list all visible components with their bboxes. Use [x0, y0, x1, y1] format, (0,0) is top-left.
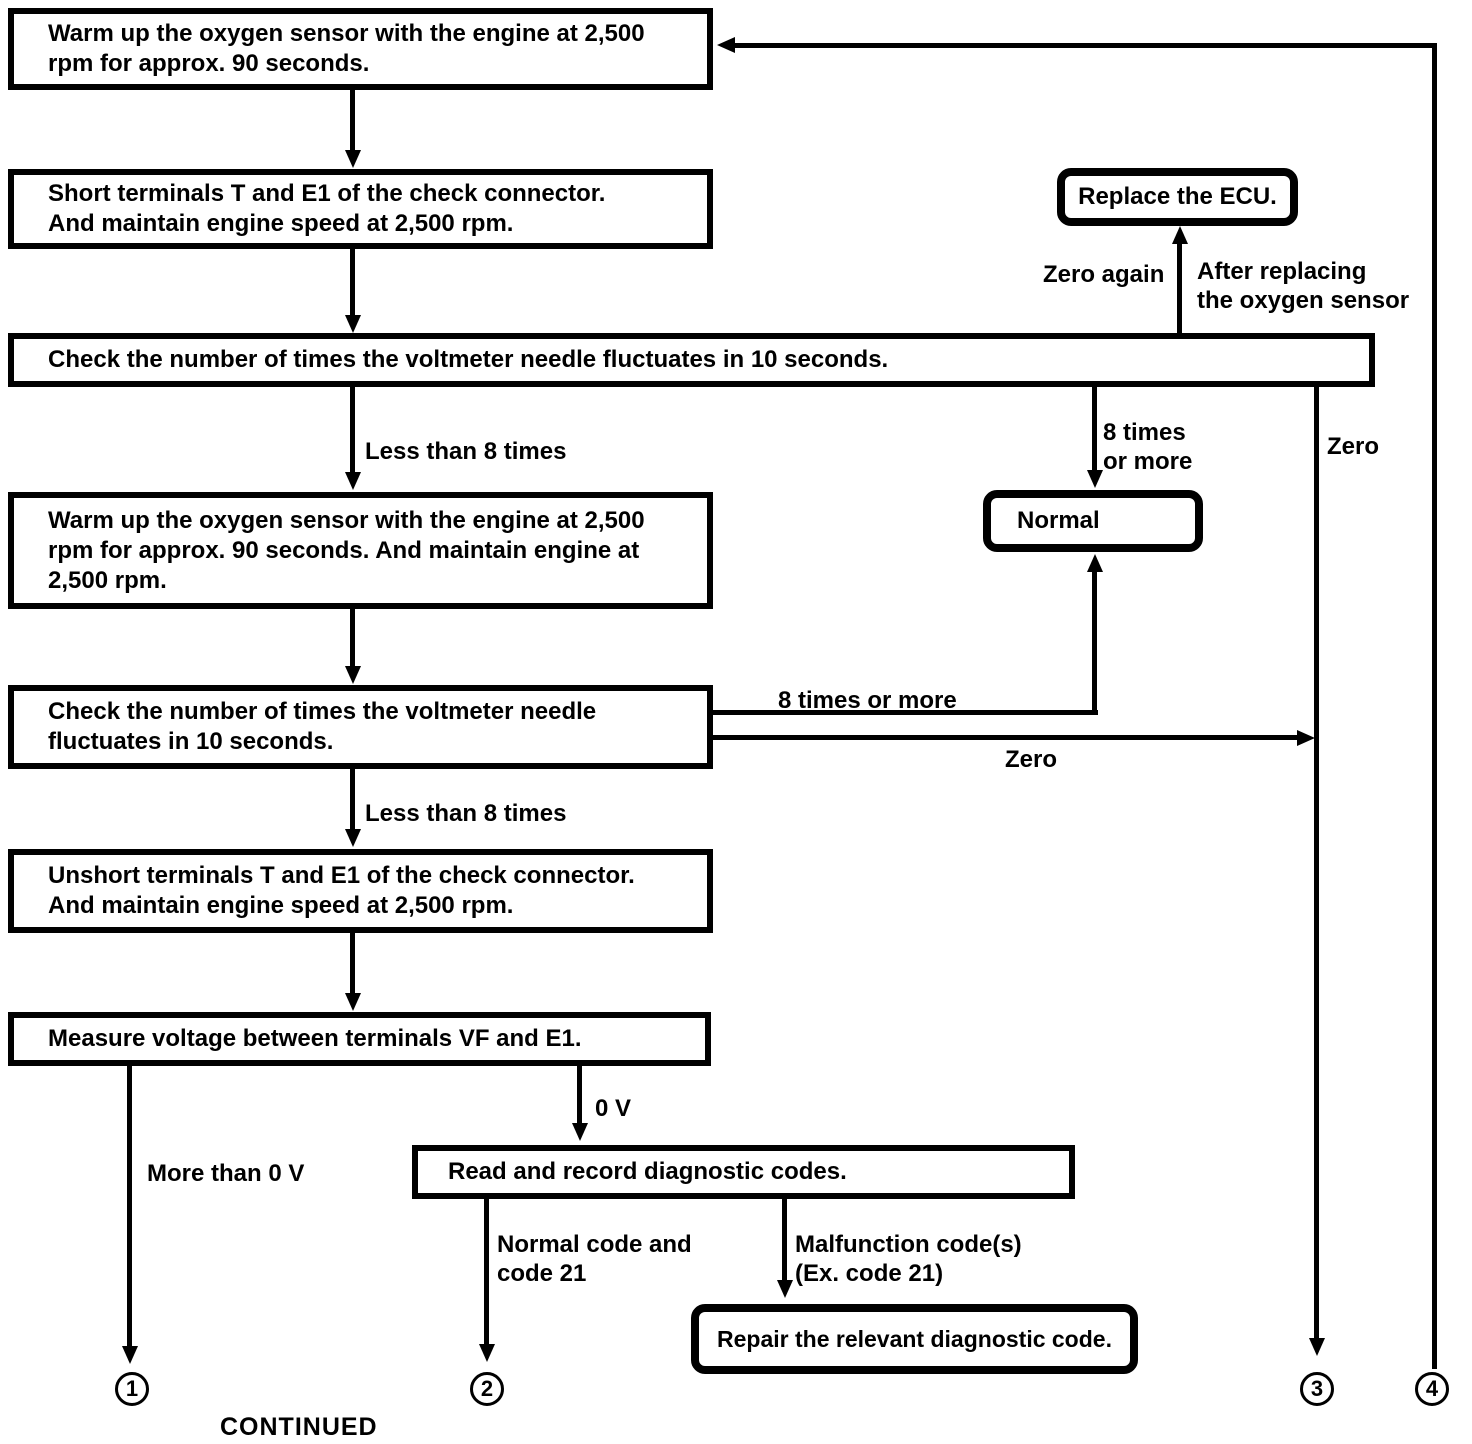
connector-circle-4: 4 — [1415, 1372, 1449, 1406]
line-box7-connector1 — [127, 1066, 132, 1346]
box-repair-code: Repair the relevant diagnostic code. — [691, 1304, 1138, 1374]
box-unshort-terminals: Unshort terminals T and E1 of the check … — [8, 849, 713, 933]
label-malfunction-codes: Malfunction code(s) (Ex. code 21) — [795, 1231, 1022, 1287]
label-less-than-8-bottom: Less than 8 times — [365, 800, 567, 827]
arrowhead-box2 — [345, 150, 361, 168]
arrowhead-box1-return — [717, 37, 735, 53]
line-box8-repair — [782, 1199, 787, 1280]
box-check-fluctuations-2: Check the number of times the voltmeter … — [8, 685, 713, 769]
connector-circle-2: 2 — [470, 1372, 504, 1406]
line-box5-normal-horizontal — [710, 710, 1098, 715]
line-box3-replace-ecu — [1177, 243, 1182, 334]
arrowhead-connector1 — [122, 1346, 138, 1364]
arrowhead-normal-top — [1087, 470, 1103, 488]
continued-label: CONTINUED — [220, 1413, 378, 1441]
label-8-times-or-more-stacked: 8 times or more — [1103, 419, 1193, 475]
line-box5-box6 — [350, 769, 355, 829]
label-0v: 0 V — [595, 1095, 632, 1122]
line-box1-box2 — [350, 90, 355, 152]
line-box3-connector3 — [1314, 387, 1319, 1338]
line-return-to-box1 — [735, 43, 1437, 48]
label-zero-horizontal: Zero — [1005, 746, 1058, 773]
arrowhead-zero-join — [1297, 730, 1315, 746]
line-box6-box7 — [350, 933, 355, 993]
arrowhead-connector2 — [479, 1344, 495, 1362]
arrowhead-box4 — [345, 472, 361, 490]
arrowhead-box6 — [345, 829, 361, 847]
arrowhead-replace-ecu — [1172, 226, 1188, 244]
line-box7-box8 — [577, 1066, 582, 1123]
box-short-terminals: Short terminals T and E1 of the check co… — [8, 169, 713, 249]
box-warm-up-sensor-2: Warm up the oxygen sensor with the engin… — [8, 492, 713, 609]
arrowhead-repair — [777, 1280, 793, 1298]
line-box4-box5 — [350, 608, 355, 666]
box-read-codes: Read and record diagnostic codes. — [412, 1145, 1075, 1199]
box-replace-ecu: Replace the ECU. — [1057, 168, 1298, 226]
label-less-than-8-top: Less than 8 times — [365, 438, 567, 465]
arrowhead-box5 — [345, 666, 361, 684]
line-connector4-return — [1432, 45, 1437, 1369]
arrowhead-connector3 — [1309, 1338, 1325, 1356]
box-warm-up-sensor-1: Warm up the oxygen sensor with the engin… — [8, 8, 713, 90]
arrowhead-normal-bottom — [1087, 554, 1103, 572]
box-measure-voltage: Measure voltage between terminals VF and… — [8, 1012, 711, 1066]
arrowhead-box7 — [345, 993, 361, 1011]
label-zero-vertical: Zero — [1327, 433, 1380, 460]
arrowhead-box3 — [345, 315, 361, 333]
label-zero-again: Zero again — [1043, 261, 1165, 288]
line-box8-connector2 — [484, 1199, 489, 1344]
label-normal-code-21: Normal code and code 21 — [497, 1231, 692, 1287]
connector-circle-1: 1 — [115, 1372, 149, 1406]
arrowhead-box8 — [572, 1123, 588, 1141]
label-after-replacing: After replacing the oxygen sensor — [1197, 258, 1410, 314]
line-box3-normal — [1092, 387, 1097, 471]
box-normal: Normal — [983, 490, 1203, 552]
label-more-than-0v: More than 0 V — [147, 1160, 305, 1187]
line-box3-box4 — [350, 387, 355, 473]
line-box5-zero — [710, 735, 1300, 740]
label-8-times-or-more-inline: 8 times or more — [778, 687, 957, 714]
connector-circle-3: 3 — [1300, 1372, 1334, 1406]
line-box5-normal-vertical — [1092, 571, 1097, 713]
box-check-fluctuations-1: Check the number of times the voltmeter … — [8, 333, 1375, 387]
line-box2-box3 — [350, 249, 355, 315]
